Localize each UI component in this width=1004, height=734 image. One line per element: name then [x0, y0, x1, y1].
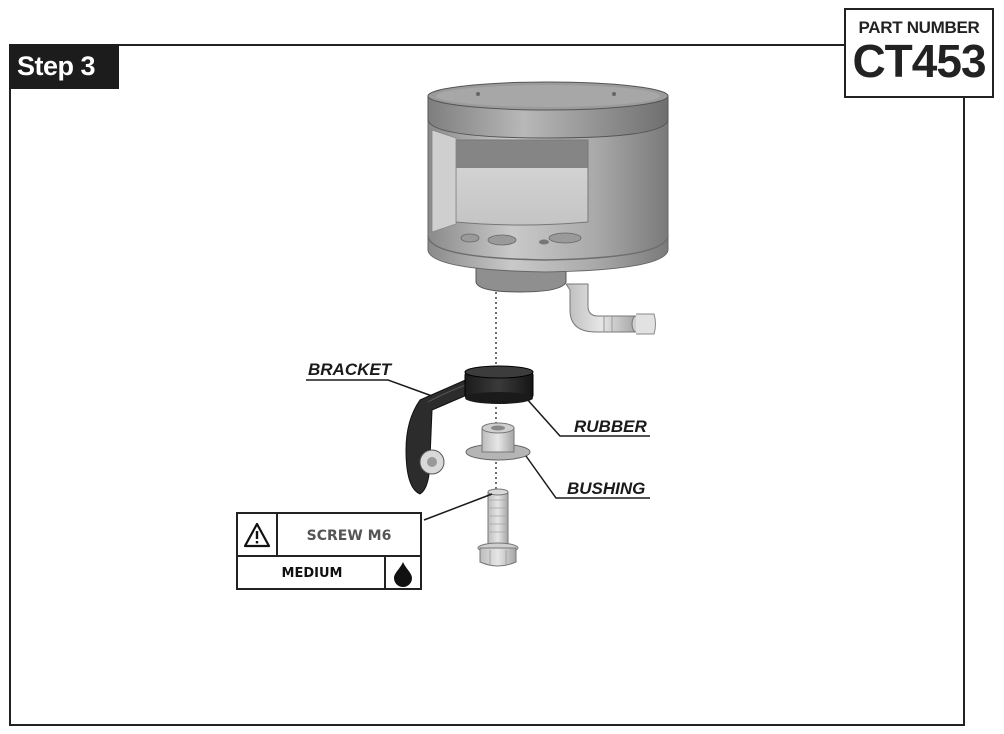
step-badge: Step 3 [9, 44, 119, 89]
part-number-label: PART NUMBER [858, 18, 980, 37]
screw [477, 488, 519, 567]
callout-leaders [306, 379, 650, 521]
part-number-box: PART NUMBER CT453 [844, 8, 994, 98]
rubber [464, 365, 534, 404]
screw-spec-row-bottom: MEDIUM [238, 557, 420, 590]
warning-cell [238, 514, 278, 555]
drop-icon [394, 561, 412, 587]
screw-size-label: SCREW M6 [306, 528, 392, 544]
callout-bracket: BRACKET [308, 360, 393, 379]
drop-cell [384, 557, 420, 590]
bracket [405, 377, 475, 495]
bushing [465, 422, 531, 461]
screw-spec-box: SCREW M6 MEDIUM [236, 512, 422, 590]
callout-bushing: BUSHING [567, 479, 645, 498]
screw-spec-row-top: SCREW M6 [238, 514, 420, 557]
threadlock-strength-label: MEDIUM [281, 566, 343, 581]
warning-triangle-icon [243, 522, 271, 547]
callout-rubber: RUBBER [574, 417, 647, 436]
part-number-value: CT453 [852, 35, 986, 87]
reservoir [427, 81, 669, 335]
